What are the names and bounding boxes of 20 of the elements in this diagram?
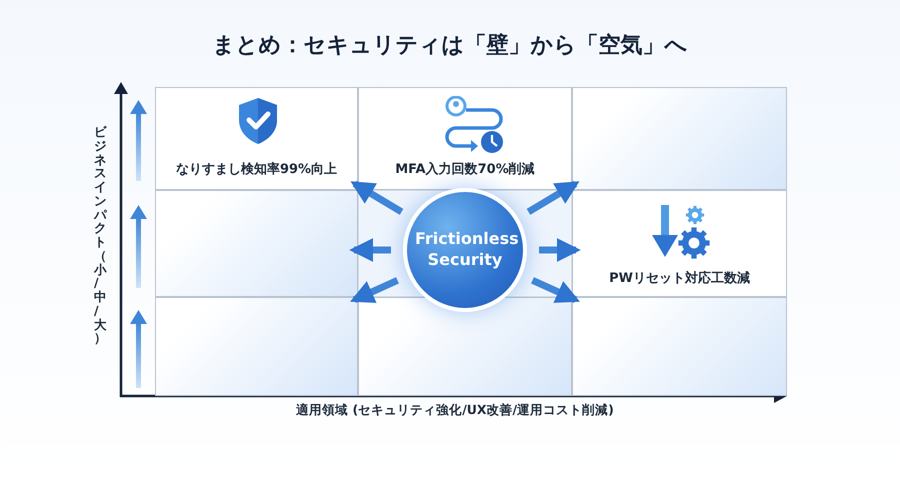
arrow [531,277,580,303]
grid-cell [155,87,358,190]
metric-label: MFA入力回数70%削減 [394,160,536,178]
arrow [350,180,404,215]
arrow [350,277,399,303]
arrow [526,180,580,215]
arrow [349,238,391,262]
grid-cell [155,297,358,396]
arrow [539,238,581,262]
grid-cell [358,297,572,396]
metric-label: なりすまし検知率99%向上 [174,160,338,178]
grid-cell [358,87,572,190]
grid-cell [572,297,787,396]
title: まとめ：セキュリティは「壁」から「空気」へ [212,32,688,60]
metric-label: PWリセット対応工数減 [608,270,751,287]
grid-cell [572,190,787,297]
grid-cell [572,87,787,190]
x-axis-label: 適用領域 (セキュリティ強化/UX改善/運用コスト削減) [295,402,615,419]
y-axis-label: ビジネスインパクト（小/中/大） [94,125,106,345]
grid-cell [155,190,358,297]
